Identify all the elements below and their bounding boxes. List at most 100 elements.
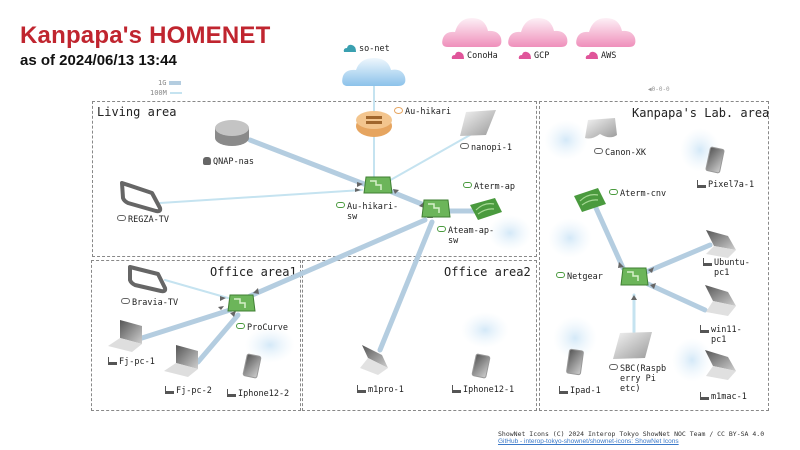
tablet-mini-icon xyxy=(559,386,568,394)
wifi-icon xyxy=(461,312,509,348)
legend-100m-label: 100M xyxy=(150,89,167,97)
link-bravia-procurve xyxy=(164,279,229,299)
access-point-icon xyxy=(470,198,502,220)
server-sbc[interactable] xyxy=(613,332,652,359)
wifi-icon xyxy=(548,218,592,258)
link-fjpc1-procurve xyxy=(139,307,233,341)
label-procurve: ProCurve xyxy=(236,323,288,333)
area-living-label: Living area xyxy=(97,105,177,119)
label-ubuntu: Ubuntu- pc1 xyxy=(703,258,750,278)
label-iphone12-2: Iphone12-2 xyxy=(227,389,289,399)
label-text: Fj-pc-1 xyxy=(119,357,155,367)
port-arrow-icon xyxy=(355,188,361,192)
nas-mini-icon xyxy=(203,157,211,165)
port-arrow-icon xyxy=(253,288,259,294)
switch-ateam-ap-sw[interactable] xyxy=(421,199,451,218)
cloud-gcp xyxy=(508,18,568,47)
label-text: Canon-XK xyxy=(605,148,646,158)
label-text: Au-hikari- sw xyxy=(347,202,399,222)
wifi-icon xyxy=(544,120,588,160)
label-canon: Canon-XK xyxy=(594,148,646,158)
tv-mini-icon xyxy=(117,215,126,221)
laptop-fj-pc-2[interactable] xyxy=(164,345,198,377)
cloud-conoha xyxy=(442,18,502,47)
laptop-mini-icon xyxy=(700,325,709,333)
switch-netgear[interactable] xyxy=(620,267,649,286)
ap-wave xyxy=(475,203,495,215)
laptop-ubuntu-pc1[interactable] xyxy=(706,230,736,258)
ap-aterm[interactable] xyxy=(470,198,502,220)
cloud-icon xyxy=(508,18,568,47)
label-text: Iphone12-2 xyxy=(238,389,290,399)
page-title: Kanpapa's HOMENET xyxy=(20,22,271,49)
ap-wave xyxy=(579,194,599,206)
phone-pixel7a-1[interactable] xyxy=(705,146,725,174)
port-arrow-icon xyxy=(650,283,656,289)
port-arrow-icon xyxy=(220,296,226,301)
printer-canon-xk[interactable] xyxy=(585,118,617,139)
area-lab-label: Kanpapa's Lab. area xyxy=(632,106,770,120)
ap-aterm-cnv[interactable] xyxy=(574,188,606,212)
laptop-base xyxy=(164,363,198,377)
tv-bravia[interactable] xyxy=(128,265,168,294)
laptop-base xyxy=(108,338,142,352)
laptop-base xyxy=(360,358,388,375)
laptop-m1mac-1[interactable] xyxy=(705,350,736,380)
laptop-fj-pc-1[interactable] xyxy=(108,320,142,352)
tv-mini-icon xyxy=(121,298,130,304)
server-mini-icon xyxy=(460,143,469,149)
phone-iphone12-2[interactable] xyxy=(242,353,262,379)
label-text: nanopi-1 xyxy=(471,143,512,153)
link-ubuntu-netgear xyxy=(643,242,713,275)
page-subtitle: as of 2024/06/13 13:44 xyxy=(20,52,177,69)
laptop-m1pro-1[interactable] xyxy=(360,345,388,375)
link-procurve-ateamsw xyxy=(247,217,428,299)
tv-regza[interactable] xyxy=(120,181,163,214)
access-point-icon xyxy=(574,188,606,212)
area-office2 xyxy=(302,260,537,411)
laptop-icon xyxy=(705,350,736,371)
switch-au-hikari-sw[interactable] xyxy=(363,176,393,194)
cloud-icon xyxy=(442,18,502,47)
wifi-icon xyxy=(672,338,712,382)
page-nav-indicator[interactable]: ◀0-0-0 xyxy=(648,86,670,93)
router-detail xyxy=(366,116,382,119)
router-au-hikari[interactable] xyxy=(356,111,392,137)
switch-pattern xyxy=(428,203,440,213)
switch-pattern xyxy=(370,180,382,190)
laptop-win11-pc1[interactable] xyxy=(705,285,736,316)
port-arrow-icon xyxy=(618,262,624,268)
switch-procurve[interactable] xyxy=(227,294,256,312)
ap-mini-icon xyxy=(463,182,472,188)
link-fjpc2-procurve xyxy=(195,312,241,365)
cloud-icon xyxy=(451,51,464,59)
switch-pattern xyxy=(234,298,246,308)
link-sw-ateamsw xyxy=(389,189,427,208)
label-text: Ubuntu- pc1 xyxy=(714,258,750,278)
label-bravia: Bravia-TV xyxy=(121,298,178,308)
wifi-icon xyxy=(553,316,597,360)
phone-icon xyxy=(471,353,491,379)
phone-iphone12-1[interactable] xyxy=(471,353,491,379)
server-nanopi[interactable] xyxy=(460,110,496,136)
label-sbc: SBC(Raspb erry Pi etc) xyxy=(609,364,666,394)
laptop-icon xyxy=(705,285,736,306)
label-text: ConoHa xyxy=(467,51,498,61)
tablet-ipad-1[interactable] xyxy=(566,348,584,376)
label-sonet: so-net xyxy=(343,44,390,54)
label-text: Netgear xyxy=(567,272,603,282)
label-text: Ateam-ap- sw xyxy=(448,226,495,246)
cloud-icon xyxy=(518,51,531,59)
nas-qnap[interactable] xyxy=(215,120,249,146)
switch-mini-icon xyxy=(556,272,565,278)
phone-mini-icon xyxy=(697,180,706,188)
laptop-mini-icon xyxy=(703,258,712,266)
legend-1g-swatch xyxy=(169,81,182,85)
label-text: QNAP-nas xyxy=(213,157,254,167)
label-fjpc1: Fj-pc-1 xyxy=(108,357,155,367)
footer-github-link[interactable]: GitHub - interop-tokyo-shownet/shownet-i… xyxy=(498,438,679,445)
link-qnap-sw xyxy=(247,137,367,187)
server-mini-icon xyxy=(609,364,618,370)
tv-icon xyxy=(120,181,163,214)
